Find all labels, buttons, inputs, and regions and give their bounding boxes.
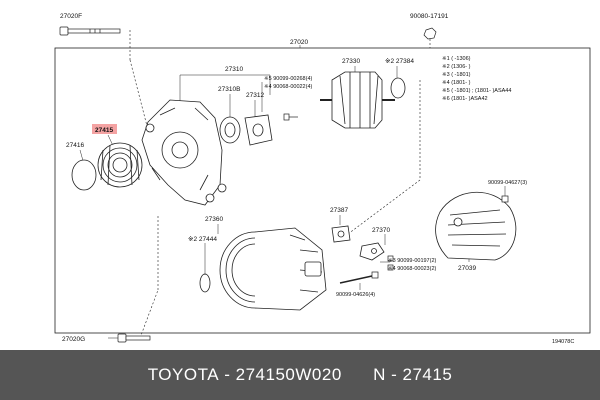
- label-27039: 27039: [458, 265, 476, 272]
- label-27415: 27415: [95, 127, 113, 134]
- highlight-box: [92, 124, 117, 134]
- label-90068-00022: ※4 90068-00022(4): [264, 83, 313, 90]
- applicability-legend: ※1 ( -1306) ※2 (1306- ) ※3 ( -1801) ※4 (…: [442, 55, 511, 102]
- label-27020f: 27020F: [60, 13, 82, 20]
- label-27444: ※2 27444: [188, 236, 217, 243]
- bolt-27020g: [117, 333, 151, 343]
- rear-cover-27039: [435, 191, 517, 261]
- label-90099-04627: 90099-04627(3): [488, 180, 527, 186]
- screw-90099-04627: [501, 195, 509, 203]
- part-number-banner: TOYOTA - 274150W020 N - 27415: [0, 350, 600, 400]
- retainer-plate-27312: [244, 114, 273, 146]
- legend-line: ※1 ( -1306): [442, 55, 471, 62]
- legend-line: ※2 (1306- ): [442, 63, 471, 70]
- label-27310: 27310: [225, 66, 243, 73]
- bolt-90099-04626: [339, 271, 379, 284]
- brand-name: TOYOTA: [147, 365, 220, 384]
- assembly-frame: [54, 47, 591, 334]
- label-27384: ※2 27384: [385, 58, 414, 65]
- terminal-27370: [359, 242, 385, 261]
- rotor-27330: [320, 71, 395, 129]
- pulley-27415: [97, 142, 143, 188]
- label-27312: 27312: [246, 92, 264, 99]
- bolt-90099-00197: [387, 255, 394, 271]
- drive-end-frame-27310: [141, 99, 227, 206]
- part-number: 274150W020: [235, 365, 342, 384]
- label-27370: 27370: [372, 227, 390, 234]
- label-27387: 27387: [330, 207, 348, 214]
- label-90099-00268: ※5 90099-00268(4): [264, 75, 313, 82]
- screw-90099-00268: [283, 113, 298, 121]
- exploded-parts-diagram: 27020F 90080-17191 27020 27310 27330 ※2 …: [54, 13, 591, 345]
- label-27020g: 27020G: [62, 336, 85, 343]
- cap-27416: [71, 159, 97, 191]
- clip-27387: [331, 225, 351, 243]
- ring-27384: [390, 77, 406, 99]
- label-90099-00197: ※3 90099-00197(2): [388, 257, 437, 264]
- bearing-27310b: [219, 116, 241, 144]
- label-27360: 27360: [205, 216, 223, 223]
- label-27416: 27416: [66, 142, 84, 149]
- legend-line: ※6 (1801- )ASA42: [442, 95, 488, 102]
- legend-line: ※5 ( -1801) ; (1801- )ASA44: [442, 87, 511, 94]
- label-27310b: 27310B: [218, 86, 240, 93]
- legend-line: ※3 ( -1801): [442, 71, 471, 78]
- separator: -: [219, 365, 236, 384]
- legend-line: ※4 (1801- ): [442, 79, 471, 86]
- bolt-27020f: [59, 26, 121, 36]
- label-90080-17191: 90080-17191: [410, 13, 449, 20]
- spacer: [342, 365, 373, 385]
- label-90068-00023: ※4 90068-00023(2): [388, 265, 437, 272]
- figure-code: 194078C: [552, 339, 574, 345]
- solid-leaders: [79, 45, 506, 339]
- label-27020: 27020: [290, 39, 308, 46]
- label-90099-04626: 90099-04626(4): [336, 292, 375, 298]
- nut-90080-17191: [423, 27, 437, 40]
- dashed-leaders: [129, 30, 431, 339]
- label-27330: 27330: [342, 58, 360, 65]
- o-ring-27444: [199, 273, 211, 293]
- rear-housing-27360: [219, 227, 327, 311]
- reference-number: N - 27415: [373, 365, 453, 384]
